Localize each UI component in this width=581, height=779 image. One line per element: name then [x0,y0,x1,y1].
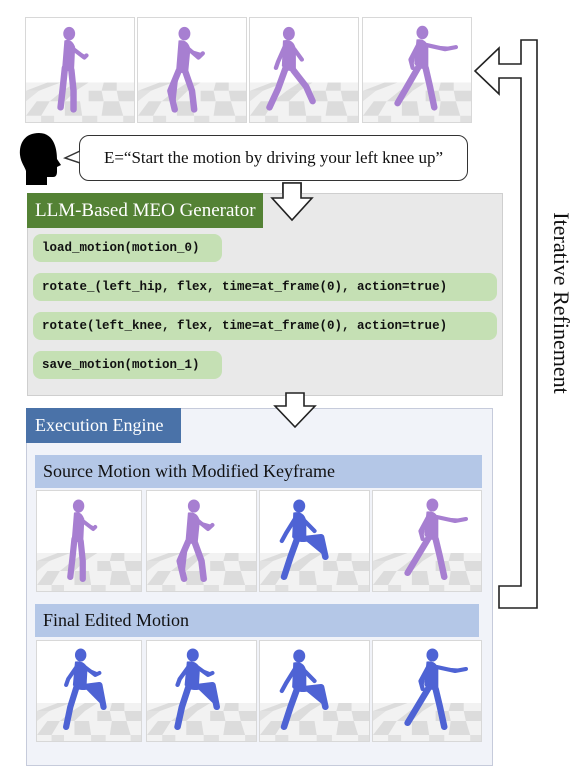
bubble-tail [63,149,83,165]
source-motion-title: Source Motion with Modified Keyframe [35,455,482,488]
modified-frame-4 [372,490,482,592]
final-frame-3 [259,640,370,742]
source-frame-1 [25,17,135,123]
final-frame-2 [146,640,257,742]
modified-frame-2 [146,490,257,592]
final-motion-title: Final Edited Motion [35,604,479,637]
final-frame-1 [36,640,142,742]
execution-engine-title: Execution Engine [26,408,181,443]
meo-generator-title: LLM-Based MEO Generator [27,193,263,228]
code-line-rotate-knee: rotate(left_knee, flex, time=at_frame(0)… [33,312,497,340]
modified-keyframe [259,490,370,592]
source-frame-2 [137,17,247,123]
code-line-save: save_motion(motion_1) [33,351,222,379]
final-frame-4 [372,640,482,742]
iterative-refinement-label: Iterative Refinement [549,212,574,394]
code-line-rotate-hip: rotate_(left_hip, flex, time=at_frame(0)… [33,273,497,301]
source-frame-3 [249,17,359,123]
down-arrow-icon-2 [273,392,317,429]
code-line-load: load_motion(motion_0) [33,234,222,262]
speaking-head-icon [19,133,61,185]
source-frame-4 [362,17,472,123]
instruction-bubble: E=“Start the motion by driving your left… [79,135,468,181]
instruction-text: E=“Start the motion by driving your left… [103,148,444,167]
modified-frame-1 [36,490,142,592]
down-arrow-icon-overlay [270,182,314,222]
refinement-arrow [473,39,538,609]
